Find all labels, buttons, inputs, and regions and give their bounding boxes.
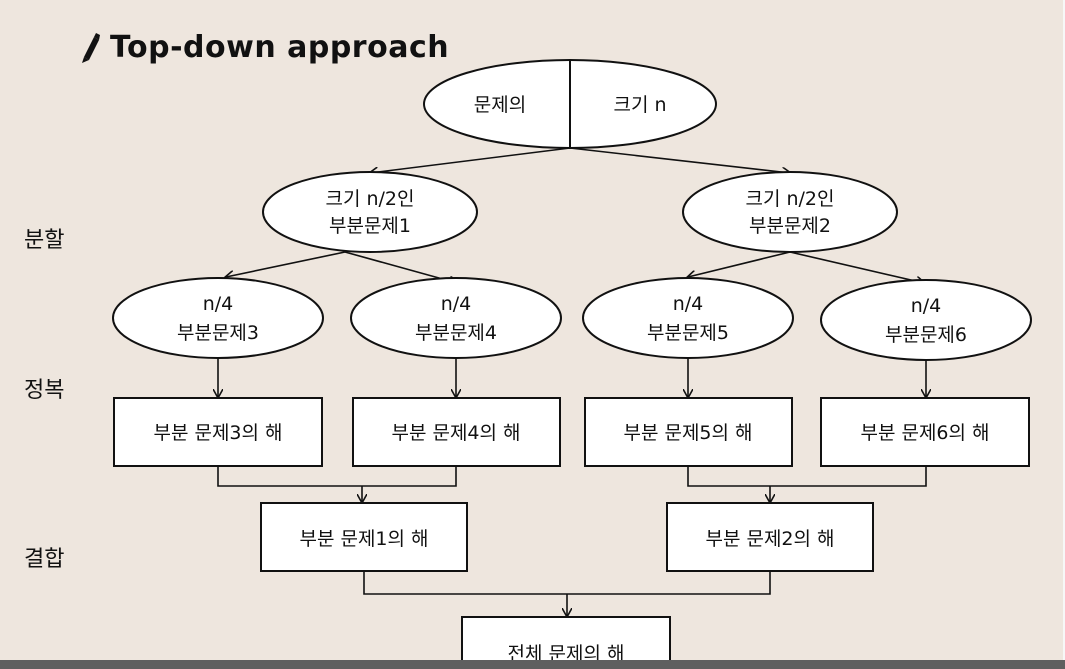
arrow-sub2-to-sub5 <box>688 251 791 277</box>
subproblem-1-node: 크기 n/2인 부분문제1 <box>262 171 478 253</box>
solution-4-box: 부분 문제4의 해 <box>352 397 561 467</box>
svg-text:부분 문제6의 해: 부분 문제6의 해 <box>860 422 989 444</box>
merge-connector-right <box>687 466 927 502</box>
combined-solution-1-box: 부분 문제1의 해 <box>260 502 468 572</box>
svg-text:부분 문제5의 해: 부분 문제5의 해 <box>623 422 752 444</box>
svg-text:n/4: n/4 <box>673 293 704 315</box>
svg-text:n/4: n/4 <box>203 293 234 315</box>
arrow-root-to-sub2 <box>569 147 790 173</box>
stage-label-divide: 분할 <box>24 228 65 253</box>
solution-5-box: 부분 문제5의 해 <box>584 397 793 467</box>
stage-label-conquer: 정복 <box>24 378 65 403</box>
svg-text:부분 문제4의 해: 부분 문제4의 해 <box>391 422 520 444</box>
pencil-icon <box>82 33 100 63</box>
subproblem-2-node: 크기 n/2인 부분문제2 <box>682 171 898 253</box>
subproblem-6-node: n/4 부분문제6 <box>820 279 1032 361</box>
final-solution-box: 전체 문제의 해 <box>461 616 671 660</box>
svg-text:크기 n/2인: 크기 n/2인 <box>325 188 414 210</box>
svg-text:전체 문제의 해: 전체 문제의 해 <box>508 643 625 660</box>
svg-text:부분 문제1의 해: 부분 문제1의 해 <box>299 528 428 550</box>
merge-connector-left <box>217 466 457 502</box>
stage-label-combine: 결합 <box>24 547 65 572</box>
svg-text:n/4: n/4 <box>441 293 472 315</box>
svg-text:부분문제4: 부분문제4 <box>415 322 497 344</box>
slide-edge <box>1063 0 1065 660</box>
svg-text:크기 n/2인: 크기 n/2인 <box>745 188 834 210</box>
subproblem-4-node: n/4 부분문제4 <box>350 277 562 359</box>
player-bottom-bar <box>0 660 1065 669</box>
svg-text:n/4: n/4 <box>911 295 942 317</box>
svg-text:부분문제5: 부분문제5 <box>647 322 729 344</box>
arrow-sub2-to-sub6 <box>789 251 924 283</box>
arrow-sub1-to-sub3 <box>226 251 346 277</box>
arrow-root-to-sub1 <box>370 147 571 173</box>
svg-text:부분 문제3의 해: 부분 문제3의 해 <box>153 422 282 444</box>
root-label-left: 문제의 <box>474 94 526 116</box>
subproblem-3-node: n/4 부분문제3 <box>112 277 324 359</box>
svg-text:부분문제6: 부분문제6 <box>885 324 967 346</box>
root-problem-node: 문제의 크기 n <box>423 59 717 149</box>
svg-text:부분문제2: 부분문제2 <box>749 215 831 237</box>
root-label-right: 크기 n <box>613 94 666 116</box>
solution-6-box: 부분 문제6의 해 <box>820 397 1030 467</box>
svg-text:부분 문제2의 해: 부분 문제2의 해 <box>705 528 834 550</box>
svg-text:부분문제3: 부분문제3 <box>177 322 259 344</box>
combined-solution-2-box: 부분 문제2의 해 <box>666 502 874 572</box>
merge-connector-final <box>363 571 771 616</box>
solution-3-box: 부분 문제3의 해 <box>113 397 323 467</box>
subproblem-5-node: n/4 부분문제5 <box>582 277 794 359</box>
svg-text:부분문제1: 부분문제1 <box>329 215 411 237</box>
page-title: Top-down approach <box>110 30 450 65</box>
